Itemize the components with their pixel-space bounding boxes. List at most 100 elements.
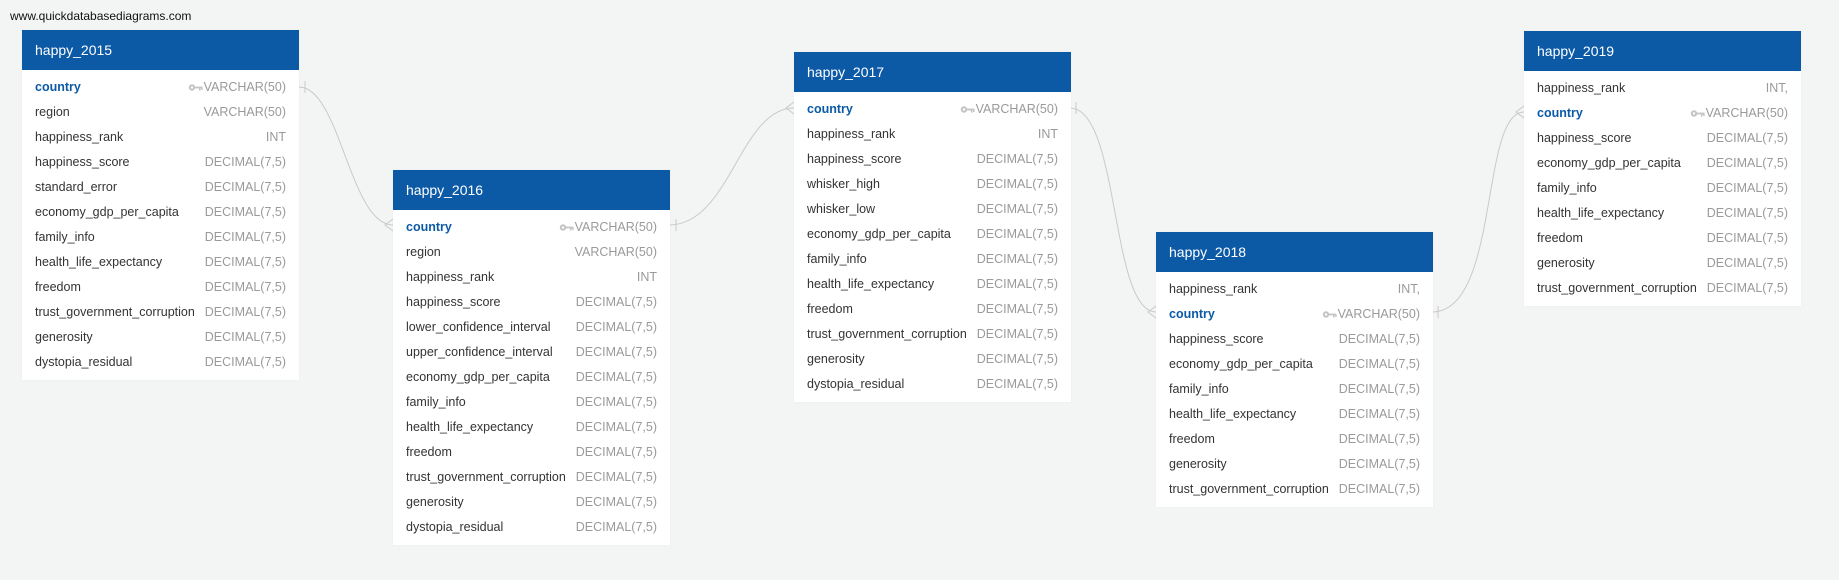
column-name: trust_government_corruption: [1169, 482, 1329, 496]
column-name: region: [35, 105, 70, 119]
column-name: lower_confidence_interval: [406, 320, 551, 334]
column-type: INT: [636, 270, 657, 284]
column-type: DECIMAL(7,5): [1706, 156, 1788, 170]
column-name: generosity: [807, 352, 865, 366]
table-title[interactable]: happy_2019: [1524, 31, 1801, 71]
column-type: DECIMAL(7,5): [204, 355, 286, 369]
column-type: DECIMAL(7,5): [575, 295, 657, 309]
column-type: DECIMAL(7,5): [204, 155, 286, 169]
relationship-2015-2016[interactable]: [298, 86, 394, 226]
relationship-2016-2017[interactable]: [668, 107, 795, 226]
column-row[interactable]: happiness_score DECIMAL(7,5): [22, 150, 299, 175]
column-type: DECIMAL(7,5): [1338, 407, 1420, 421]
column-type: INT: [265, 130, 286, 144]
column-name: dystopia_residual: [406, 520, 504, 534]
column-row[interactable]: generosity DECIMAL(7,5): [794, 347, 1071, 372]
column-type: VARCHAR(50): [203, 80, 286, 94]
column-name: economy_gdp_per_capita: [406, 370, 550, 384]
column-row[interactable]: generosity DECIMAL(7,5): [1524, 251, 1801, 276]
column-type: DECIMAL(7,5): [976, 152, 1058, 166]
table-title[interactable]: happy_2015: [22, 30, 299, 70]
column-type: DECIMAL(7,5): [204, 180, 286, 194]
column-name: country: [807, 102, 853, 116]
primary-key-row[interactable]: country VARCHAR(50): [22, 75, 299, 100]
column-type: INT,: [1397, 282, 1420, 296]
table-title[interactable]: happy_2018: [1156, 232, 1433, 272]
column-type: VARCHAR(50): [1337, 307, 1420, 321]
column-type: DECIMAL(7,5): [976, 352, 1058, 366]
column-name: happiness_score: [35, 155, 130, 169]
table-title[interactable]: happy_2017: [794, 52, 1071, 92]
column-type: DECIMAL(7,5): [1338, 432, 1420, 446]
column-type: DECIMAL(7,5): [575, 445, 657, 459]
column-name: country: [35, 80, 81, 94]
relationship-2018-2019[interactable]: [1431, 111, 1525, 313]
table-title[interactable]: happy_2016: [393, 170, 670, 210]
column-type: DECIMAL(7,5): [1706, 256, 1788, 270]
column-type: DECIMAL(7,5): [575, 395, 657, 409]
watermark[interactable]: www.quickdatabasediagrams.com: [10, 9, 192, 23]
column-name: generosity: [1537, 256, 1595, 270]
column-name: economy_gdp_per_capita: [1169, 357, 1313, 371]
relationship-2017-2018[interactable]: [1069, 107, 1157, 313]
column-type: DECIMAL(7,5): [976, 377, 1058, 391]
